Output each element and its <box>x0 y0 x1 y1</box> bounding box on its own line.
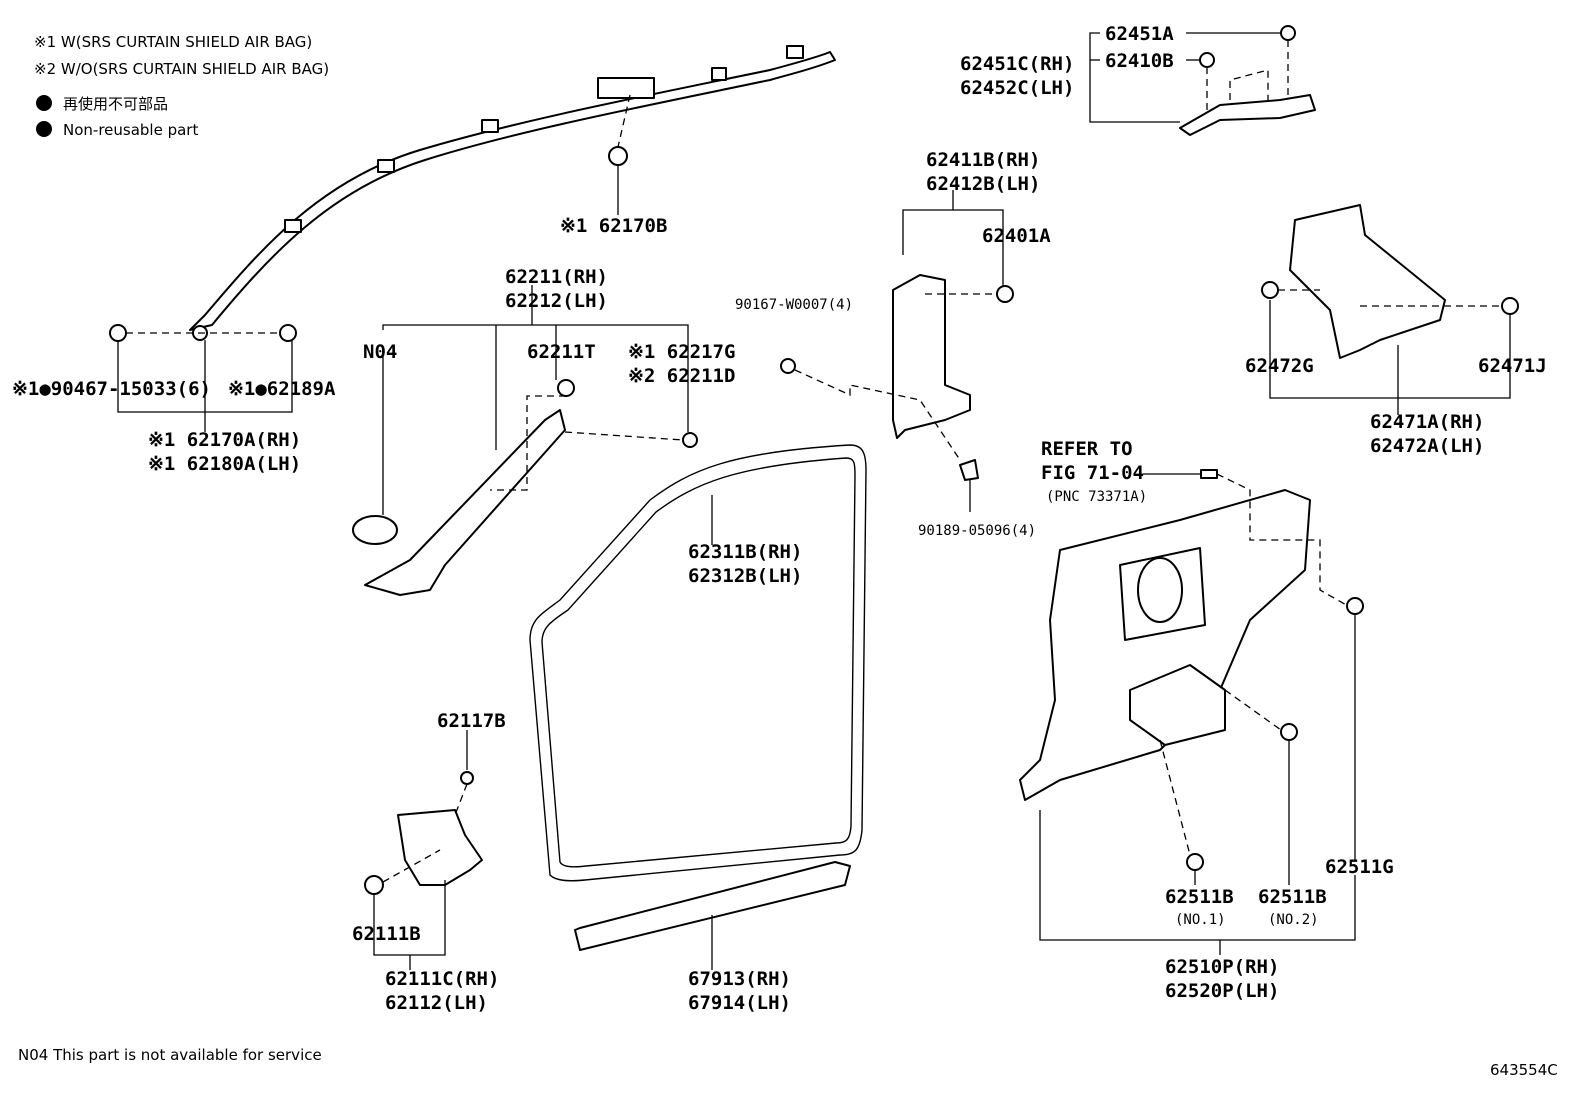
label-62452C: 62452C(LH) <box>960 77 1074 99</box>
label-62471A: 62471A(RH) <box>1370 411 1484 433</box>
upper-garnish-drawing <box>1179 25 1316 136</box>
label-62217G: ※1 62217G <box>628 341 735 363</box>
label-62472G: 62472G <box>1245 355 1314 377</box>
label-62451A: 62451A <box>1105 23 1174 45</box>
label-N04: N04 <box>363 341 397 363</box>
label-62170A: ※1 62170A(RH) <box>148 429 301 451</box>
label-62211D: ※2 62211D <box>628 365 735 387</box>
label-refer-pnc: (PNC 73371A) <box>1046 489 1147 505</box>
pillar-screw-dashline <box>564 431 684 441</box>
cowl-side-trim-drawing <box>364 771 483 895</box>
legend-note-1: ※1 W(SRS CURTAIN SHIELD AIR BAG) <box>34 33 312 51</box>
label-62170B: ※1 62170B <box>560 215 667 237</box>
label-62312B: 62312B(LH) <box>688 565 802 587</box>
label-62211-rh: 62211(RH) <box>505 266 608 288</box>
quarter-trim-upper-drawing <box>1261 204 1519 359</box>
door-weatherstrip-drawing <box>529 444 867 882</box>
label-62520P: 62520P(LH) <box>1165 980 1279 1002</box>
bracket-62471A <box>1269 300 1511 399</box>
label-62511B-no2: 62511B <box>1258 886 1327 908</box>
legend: ※1 W(SRS CURTAIN SHIELD AIR BAG) ※2 W/O(… <box>34 33 329 139</box>
label-62180A: ※1 62180A(LH) <box>148 453 301 475</box>
label-62401A: 62401A <box>982 225 1051 247</box>
label-62411B: 62411B(RH) <box>926 149 1040 171</box>
diagram-id: 643554C <box>1490 1061 1558 1079</box>
label-no1: (NO.1) <box>1175 912 1226 928</box>
curtain-airbag-drawing <box>109 45 836 342</box>
label-62472A: 62472A(LH) <box>1370 435 1484 457</box>
bracket-62510P <box>1039 810 1356 941</box>
label-62212-lh: 62212(LH) <box>505 290 608 312</box>
pillar-clip-dashline <box>490 395 566 491</box>
bracket-62411B <box>902 209 1004 286</box>
label-67913: 67913(RH) <box>688 968 791 990</box>
label-62111B: 62111B <box>352 923 421 945</box>
legend-nonreusable-en: Non-reusable part <box>63 121 198 139</box>
label-62510P: 62510P(RH) <box>1165 956 1279 978</box>
label-62111C: 62111C(RH) <box>385 968 499 990</box>
label-90467-15033: ※1●90467-15033(6) <box>12 378 211 400</box>
quarter-lower-dashline-2 <box>1224 689 1282 731</box>
legend-note-2: ※2 W/O(SRS CURTAIN SHIELD AIR BAG) <box>34 60 329 78</box>
label-62511B-no1: 62511B <box>1165 886 1234 908</box>
bracket-62451C <box>1089 32 1180 123</box>
center-pillar-screw-dashline <box>794 369 961 461</box>
door-weatherstrip-inner <box>541 457 856 868</box>
label-62451C: 62451C(RH) <box>960 53 1074 75</box>
label-62511G: 62511G <box>1325 856 1394 878</box>
label-62410B: 62410B <box>1105 50 1174 72</box>
label-62211T: 62211T <box>527 341 596 363</box>
label-62117B: 62117B <box>437 710 506 732</box>
airbag-clip-dashline <box>617 94 631 148</box>
bracket-62211 <box>382 324 689 432</box>
label-62112: 62112(LH) <box>385 992 488 1014</box>
scuff-plate-drawing <box>574 861 851 951</box>
nonreusable-bullet-icon <box>36 121 52 137</box>
label-62412B: 62412B(LH) <box>926 173 1040 195</box>
quarter-lower-dashline-3 <box>1159 739 1191 856</box>
label-67914: 67914(LH) <box>688 992 791 1014</box>
label-62189A: ※1●62189A <box>228 378 336 400</box>
cowl-clip-dashline-2 <box>382 849 441 883</box>
label-62471J: 62471J <box>1478 355 1547 377</box>
label-90167: 90167-W0007(4) <box>735 297 853 313</box>
cowl-clip-dashline <box>454 783 468 816</box>
label-62311B: 62311B(RH) <box>688 541 802 563</box>
footer-n04-note: N04 This part is not available for servi… <box>18 1046 322 1064</box>
label-refer-to: REFER TO <box>1041 438 1133 460</box>
legend-nonreusable-jp: 再使用不可部品 <box>63 95 168 113</box>
label-90189: 90189-05096(4) <box>918 523 1036 539</box>
center-pillar-garnish-drawing <box>780 274 1014 481</box>
label-refer-fig: FIG 71-04 <box>1041 462 1144 484</box>
front-pillar-garnish-drawing <box>352 379 698 596</box>
label-no2: (NO.2) <box>1268 912 1319 928</box>
nonreusable-bullet-icon <box>36 95 52 111</box>
quarter-lower-dashline <box>1216 473 1349 607</box>
quarter-trim-lower-drawing <box>1019 469 1364 871</box>
